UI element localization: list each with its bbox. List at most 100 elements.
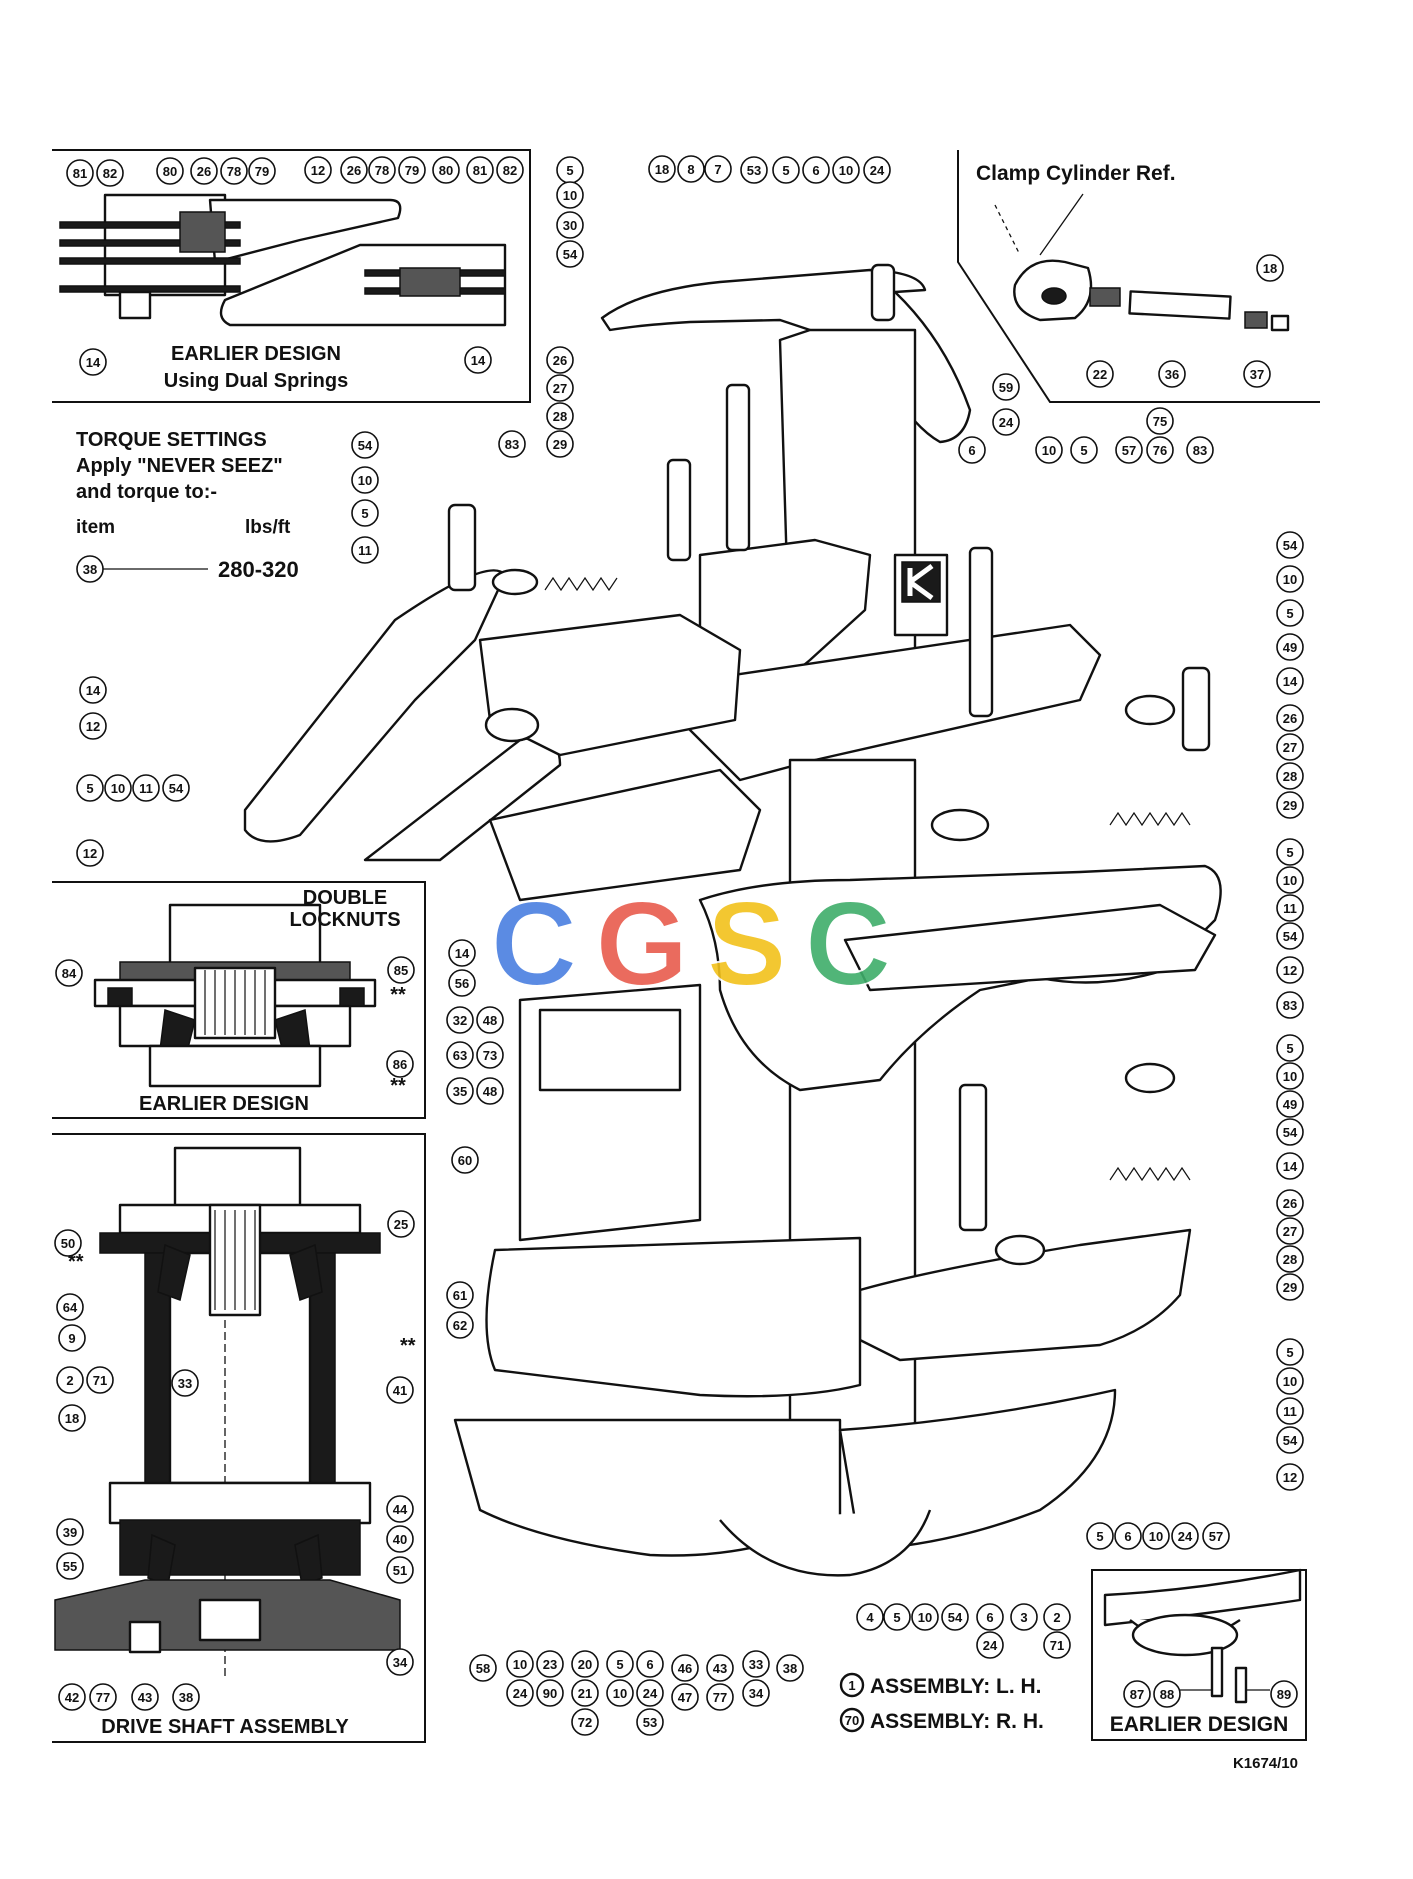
assembly-lh-number: 1 (848, 1678, 855, 1693)
main-assembly (243, 263, 1222, 1577)
callout-number: 78 (375, 163, 389, 178)
callout-number: 14 (1283, 674, 1298, 689)
callout-top_center-0: 5 (556, 156, 584, 184)
callout-circle (911, 1603, 939, 1631)
callout-circle (1276, 866, 1304, 894)
dual-spring-title: EARLIER DESIGN (171, 343, 341, 365)
callout-number: 21 (578, 1686, 592, 1701)
callout-right_column-15: 5 (1276, 1034, 1304, 1062)
callout-circle (351, 431, 379, 459)
assembly-rh-circle (839, 1707, 865, 1733)
callout-right_top-8: 83 (1186, 436, 1214, 464)
callout-circle (1202, 1522, 1230, 1550)
callout-bottom_row-22: 10 (911, 1603, 939, 1631)
callout-number: 28 (1283, 769, 1297, 784)
callout-number: 24 (870, 163, 885, 178)
callout-bottom_row-26: 3 (1010, 1603, 1038, 1631)
logo-letter: G (595, 877, 706, 1011)
callout-right_top-2: 6 (958, 436, 986, 464)
callout-number: 5 (1286, 1345, 1293, 1360)
callout-circle (1276, 1338, 1304, 1366)
callout-top_left_inset-6: 12 (304, 156, 332, 184)
callout-number: 61 (453, 1288, 467, 1303)
callout-circle (464, 346, 492, 374)
callout-circle (386, 1376, 414, 1404)
callout-right_column-16: 10 (1276, 1062, 1304, 1090)
assembly-lh-label: ASSEMBLY: L. H. (870, 1675, 1042, 1698)
callout-circle (1276, 1463, 1304, 1491)
svg-text:CGSC: CGSC (491, 877, 910, 1011)
callout-circle (1276, 956, 1304, 984)
callout-locknut_inset-0: 84 (55, 959, 83, 987)
callout-circle (368, 156, 396, 184)
callout-top_center-1: 10 (556, 181, 584, 209)
callout-right_top-1: 24 (992, 408, 1020, 436)
callout-number: 30 (563, 218, 577, 233)
assembly-lh-circle (839, 1672, 865, 1698)
callout-top_left_inset-12: 82 (496, 156, 524, 184)
callout-right_top-6: 75 (1146, 407, 1174, 435)
callout-bottom_row-23: 54 (941, 1603, 969, 1631)
callout-circle (571, 1708, 599, 1736)
callout-top_left_inset-1: 82 (96, 159, 124, 187)
callout-number: 10 (563, 188, 577, 203)
callout-spring_center-1: 27 (546, 374, 574, 402)
callout-drive_shaft_inset-16: 43 (131, 1683, 159, 1711)
callout-number: 54 (169, 781, 184, 796)
callout-number: 73 (483, 1048, 497, 1063)
callout-right_top-4: 5 (1070, 436, 1098, 464)
callout-circle (351, 536, 379, 564)
callout-circle (1276, 531, 1304, 559)
callout-circle (96, 159, 124, 187)
callout-number: 6 (986, 1610, 993, 1625)
callout-circle (1142, 1522, 1170, 1550)
callout-number: 10 (1283, 1069, 1297, 1084)
callout-circle (1276, 633, 1304, 661)
callout-number: 22 (1093, 367, 1107, 382)
callout-top_left_inset-10: 80 (432, 156, 460, 184)
callout-circle (76, 839, 104, 867)
callout-bottom_row-6: 21 (571, 1679, 599, 1707)
callout-number: 6 (1124, 1529, 1131, 1544)
callout-circle (1276, 1152, 1304, 1180)
callout-number: 54 (358, 438, 373, 453)
callout-number: 71 (93, 1373, 107, 1388)
star-note-50: ** (68, 1251, 84, 1273)
callout-number: 83 (1193, 443, 1207, 458)
callout-number: 48 (483, 1013, 497, 1028)
callout-circle (1086, 1522, 1114, 1550)
callout-circle (706, 1654, 734, 1682)
callout-circle (546, 402, 574, 430)
torque-col-unit: lbs/ft (245, 517, 291, 538)
callout-bottom_row-20: 4 (856, 1603, 884, 1631)
callout-circle (1276, 1090, 1304, 1118)
callout-circle (86, 1366, 114, 1394)
drive-shaft-title: DRIVE SHAFT ASSEMBLY (101, 1716, 349, 1738)
callout-circle (171, 1369, 199, 1397)
callout-bottom_row-7: 72 (571, 1708, 599, 1736)
callout-circle (1010, 1603, 1038, 1631)
callout-right_column-21: 27 (1276, 1217, 1304, 1245)
callout-circle (54, 1229, 82, 1257)
callout-right_column-14: 83 (1276, 991, 1304, 1019)
callout-number: 10 (1042, 443, 1056, 458)
callout-center_mid-7: 48 (476, 1077, 504, 1105)
callout-circle (386, 1495, 414, 1523)
torque-line-2: Apply "NEVER SEEZ" (76, 455, 283, 477)
callout-circle (1276, 1217, 1304, 1245)
callout-number: 72 (578, 1715, 592, 1730)
callout-top_center-6: 7 (704, 155, 732, 183)
callout-drive_shaft_inset-7: 41 (386, 1376, 414, 1404)
callout-torque_left-2: 5 (351, 499, 379, 527)
callout-circle (56, 1293, 84, 1321)
callout-circle (469, 1654, 497, 1682)
earlier-plate-drawing (1103, 1568, 1302, 1704)
callout-circle (1276, 1062, 1304, 1090)
callout-circle (386, 1648, 414, 1676)
callout-number: 81 (473, 163, 487, 178)
callout-circle (856, 1603, 884, 1631)
callout-circle (1114, 1522, 1142, 1550)
logo-letter: C (805, 877, 910, 1011)
callout-number: 12 (311, 163, 325, 178)
